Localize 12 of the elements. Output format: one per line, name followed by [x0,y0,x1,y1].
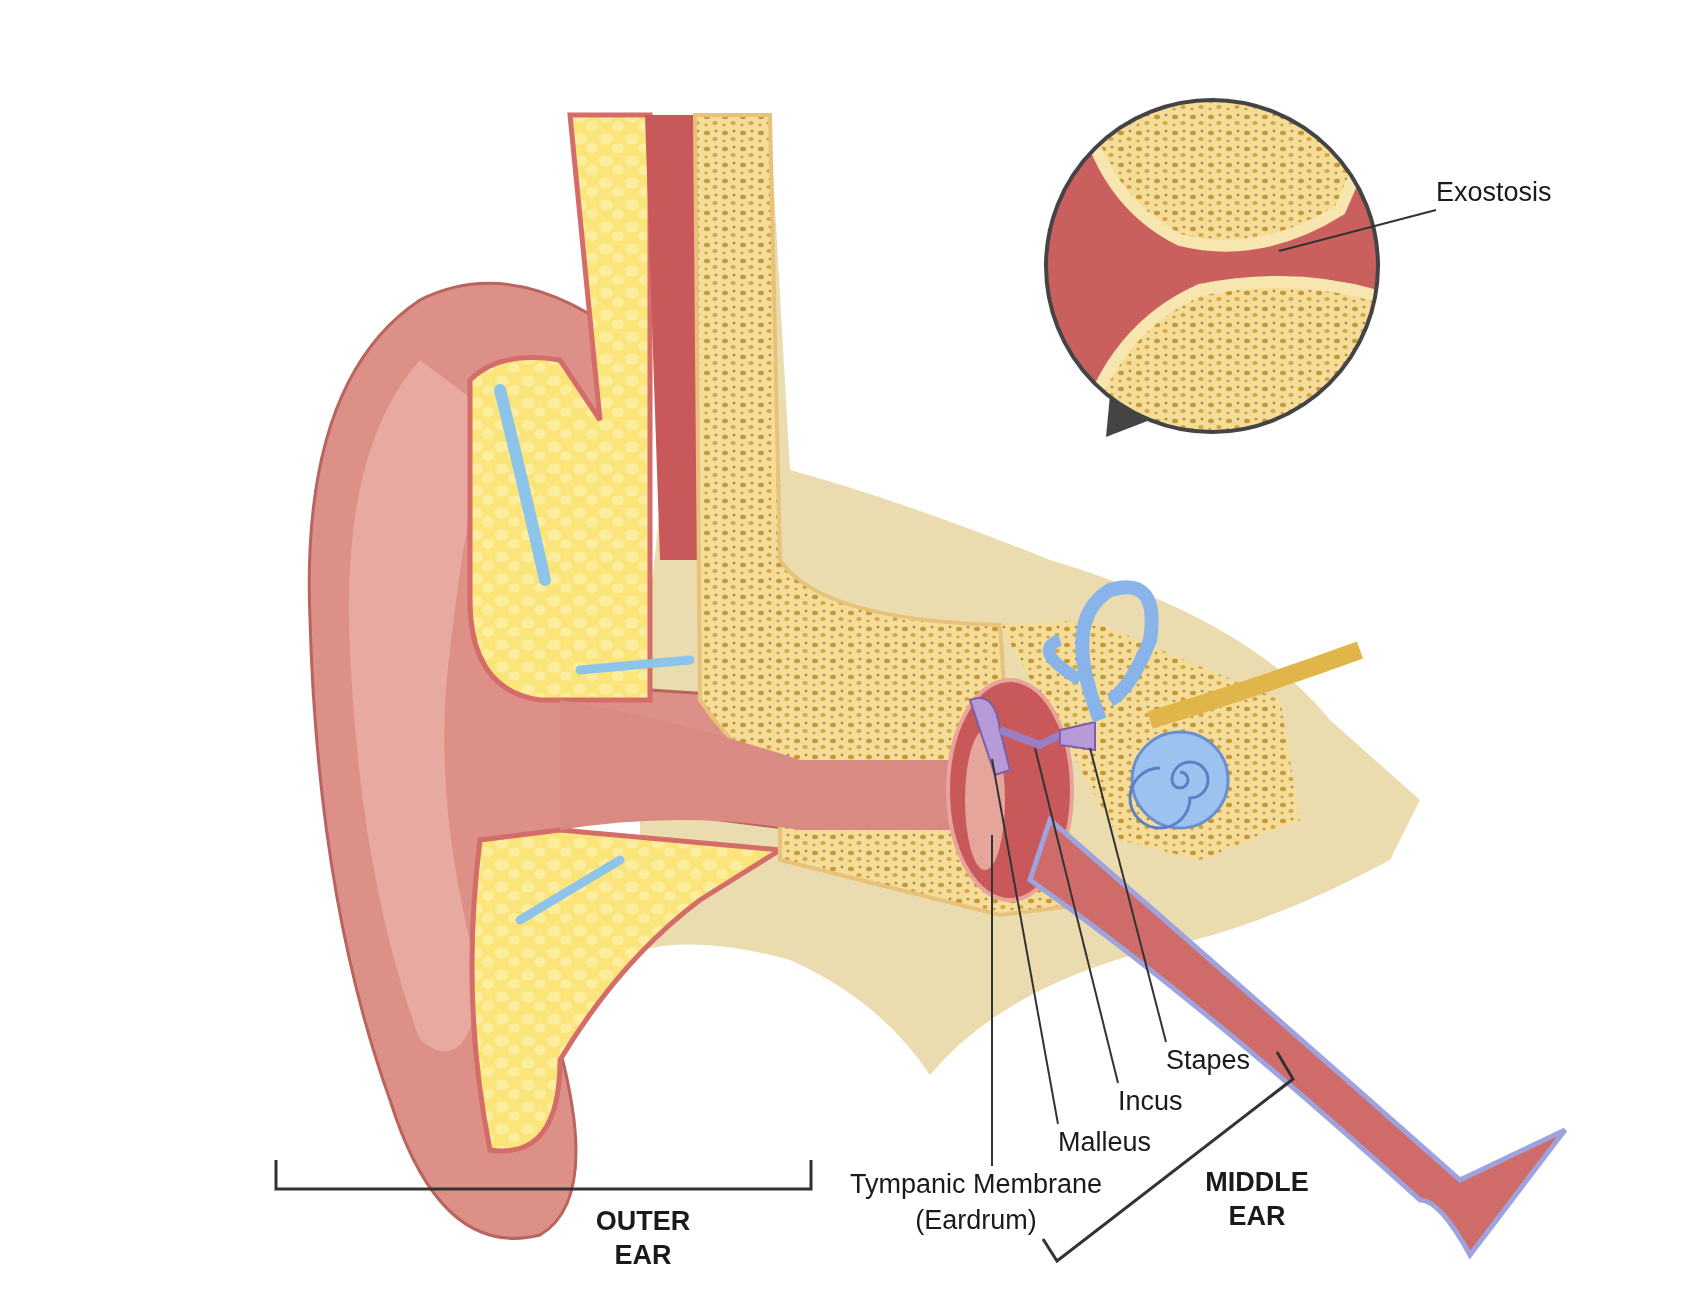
region-label: OUTER EAR [594,1205,692,1272]
leader-line [991,758,1059,1125]
leader-line [1034,747,1119,1084]
part-label: Tympanic Membrane (Eardrum) [849,1169,1103,1235]
part-label: Exostosis [1436,177,1552,207]
leader-line [991,834,993,1167]
leader-line [1278,209,1437,252]
part-label: Incus [1118,1086,1183,1116]
part-label: Malleus [1058,1127,1152,1157]
leader-line [1089,747,1167,1043]
part-label: Stapes [1166,1045,1251,1075]
region-label: MIDDLE EAR [1204,1166,1310,1233]
